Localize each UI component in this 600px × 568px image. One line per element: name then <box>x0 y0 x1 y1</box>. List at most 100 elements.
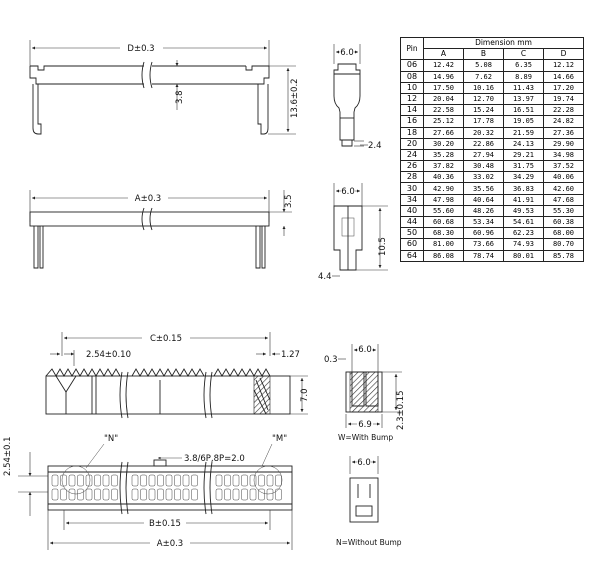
bottom-front-view: C±0.15 2.54±0.10 1.27 7.0 <box>45 332 310 419</box>
value-cell: 42.90 <box>423 182 464 195</box>
contact-cell <box>215 474 223 487</box>
contact-cell <box>85 488 93 501</box>
pin-cell: 34 <box>400 193 424 206</box>
value-cell: 85.78 <box>543 249 584 262</box>
value-cell: 35.56 <box>463 182 504 195</box>
value-cell: 55.30 <box>543 204 584 218</box>
a-dimension-2-label: A±0.3 <box>157 539 183 549</box>
pin-cell: 08 <box>400 70 424 83</box>
without-bump-caption: N=Without Bump <box>336 538 402 547</box>
value-cell: 47.68 <box>543 193 584 206</box>
contact-cell <box>51 474 59 487</box>
value-cell: 19.05 <box>503 115 544 128</box>
vertical-pitch-label: 2.54±0.1 <box>3 436 13 476</box>
value-cell: 29.90 <box>543 137 584 150</box>
height-3-8-label: 3.8 <box>175 90 185 104</box>
col-header-d: D <box>543 48 584 61</box>
contact-cell <box>51 488 59 501</box>
with-bump-caption: W=With Bump <box>338 433 393 442</box>
contact-cell <box>131 474 139 487</box>
contact-cell <box>94 474 101 487</box>
col-header-a: A <box>423 48 464 61</box>
contact-cell <box>94 488 101 501</box>
contact-cell <box>232 488 240 501</box>
contact-cell <box>241 474 248 487</box>
value-cell: 55.60 <box>423 204 464 218</box>
pin-header: Pin <box>400 36 424 61</box>
value-cell: 60.68 <box>423 215 464 229</box>
value-cell: 30.20 <box>423 137 464 150</box>
pin-cell: 20 <box>400 137 424 150</box>
pin-cell: 06 <box>400 59 424 72</box>
value-cell: 62.23 <box>503 227 544 240</box>
value-cell: 48.26 <box>463 204 504 218</box>
value-cell: 37.52 <box>543 160 584 173</box>
contact-cell <box>131 488 139 501</box>
dimension-header: Dimension mm <box>423 36 584 50</box>
contact-cell <box>60 474 67 487</box>
pin-cell: 26 <box>400 160 424 173</box>
value-cell: 20.04 <box>423 92 464 106</box>
value-cell: 24.82 <box>543 115 584 128</box>
value-cell: 13.97 <box>503 92 544 106</box>
value-cell: 34.29 <box>503 171 544 184</box>
value-cell: 53.34 <box>463 215 504 229</box>
value-cell: 73.66 <box>463 238 504 251</box>
value-cell: 40.64 <box>463 193 504 206</box>
contact-cell <box>215 488 223 501</box>
c-dimension-label: C±0.15 <box>150 334 182 344</box>
value-cell: 11.43 <box>503 81 544 94</box>
value-cell: 36.83 <box>503 182 544 195</box>
contact-cell <box>258 488 265 501</box>
value-cell: 78.74 <box>463 249 504 262</box>
value-cell: 25.12 <box>423 115 464 128</box>
end-width-2-label: 6.0 <box>341 187 355 197</box>
value-cell: 22.28 <box>543 104 584 117</box>
pin-cell: 64 <box>400 249 424 262</box>
value-cell: 60.96 <box>463 227 504 240</box>
col-header-c: C <box>503 48 544 61</box>
value-cell: 74.93 <box>503 238 544 251</box>
value-cell: 31.75 <box>503 160 544 173</box>
contact-grid <box>51 474 282 501</box>
n-marker-label: "N" <box>104 434 118 444</box>
height-3-5-label: 3.5 <box>284 194 294 208</box>
contact-cell <box>140 474 147 487</box>
contact-cell <box>224 488 231 501</box>
contact-cell <box>111 488 118 501</box>
contact-cell <box>148 474 156 487</box>
value-cell: 41.91 <box>503 193 544 206</box>
value-cell: 6.35 <box>503 59 544 72</box>
value-cell: 86.08 <box>423 249 464 262</box>
pitch-label: 2.54±0.10 <box>86 350 131 360</box>
pin-cell: 60 <box>400 238 424 251</box>
bump-gap-label: 0.3 <box>324 355 338 365</box>
value-cell: 30.48 <box>463 160 504 173</box>
pin-cell: 14 <box>400 104 424 117</box>
contact-cell <box>85 474 93 487</box>
contact-cell <box>102 488 110 501</box>
value-cell: 10.16 <box>463 81 504 94</box>
value-cell: 80.70 <box>543 238 584 251</box>
pin-cell: 24 <box>400 148 424 162</box>
end-width-label: 6.0 <box>340 48 354 58</box>
value-cell: 17.78 <box>463 115 504 128</box>
value-cell: 17.20 <box>543 81 584 94</box>
end-offset-label: 1.27 <box>281 350 300 360</box>
value-cell: 27.66 <box>423 126 464 139</box>
contact-cell <box>77 474 84 487</box>
value-cell: 27.36 <box>543 126 584 139</box>
contact-cell <box>77 488 84 501</box>
bump-width-label: 6.0 <box>358 345 372 355</box>
